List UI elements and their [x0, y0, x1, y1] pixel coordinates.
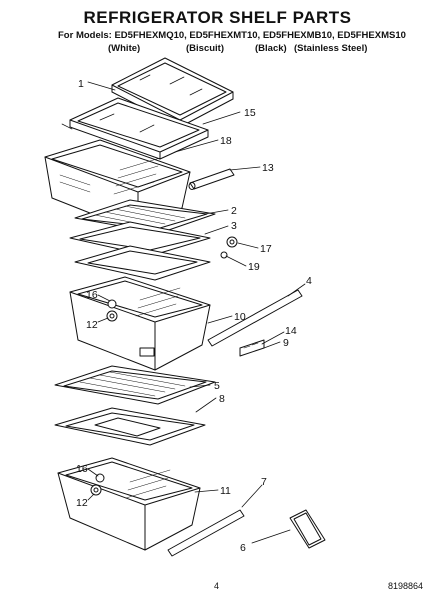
- part-8-frame: [54, 407, 206, 446]
- part-6-box: [289, 509, 326, 549]
- callout-14: 14: [285, 325, 297, 337]
- part-9-clip: [239, 339, 265, 357]
- callout-12-bottom: 12: [76, 497, 88, 509]
- callout-19: 19: [248, 261, 260, 273]
- page-title: REFRIGERATOR SHELF PARTS: [83, 8, 352, 27]
- callout-4: 4: [306, 275, 312, 287]
- part-4-rail: [207, 289, 303, 347]
- lid-frame: [74, 245, 211, 281]
- page-number: 4: [214, 581, 220, 591]
- callout-15: 15: [244, 107, 256, 119]
- models-line: For Models: ED5FHEXMQ10, ED5FHEXMT10, ED…: [58, 30, 406, 41]
- part-19-screw: [220, 251, 228, 259]
- callout-11: 11: [220, 485, 231, 497]
- part-11-crisper-drawer: [57, 457, 201, 551]
- callout-labels: 1 15 18 13 2 3 17 19 4 16 10 12 14 9 5 8…: [76, 78, 312, 554]
- callout-13: 13: [262, 162, 274, 174]
- callout-16: 16: [86, 289, 98, 301]
- callout-2: 2: [231, 205, 237, 217]
- callout-9: 9: [283, 337, 289, 349]
- part-15-shelf: [61, 97, 209, 160]
- part-7-rail: [167, 509, 245, 557]
- callout-7: 7: [261, 476, 267, 488]
- part-13-rail: [188, 168, 235, 190]
- callout-6: 6: [240, 542, 246, 554]
- part-17-knob: [226, 236, 238, 248]
- color-black: (Black): [255, 43, 287, 54]
- leader-lines: [87, 81, 306, 544]
- callout-1: 1: [78, 78, 84, 90]
- callout-12: 12: [86, 319, 98, 331]
- part-12-knob-bottom: [90, 484, 102, 496]
- callout-16-bottom: 16: [76, 463, 88, 475]
- part-12-knob: [106, 310, 118, 322]
- part-10-crisper-drawer: [69, 276, 211, 371]
- part-5-shelf: [54, 365, 216, 405]
- callout-10: 10: [234, 311, 246, 323]
- callout-18: 18: [220, 135, 232, 147]
- color-white: (White): [108, 43, 141, 54]
- color-biscuit: (Biscuit): [186, 43, 224, 54]
- part-16-knob: [107, 299, 117, 309]
- callout-17: 17: [260, 243, 272, 255]
- part-number: 8198864: [388, 581, 424, 591]
- color-stainless: (Stainless Steel): [294, 43, 368, 54]
- callout-3: 3: [231, 220, 237, 232]
- part-1-glass-shelf: [111, 57, 234, 128]
- callout-8: 8: [219, 393, 225, 405]
- callout-5: 5: [214, 380, 220, 392]
